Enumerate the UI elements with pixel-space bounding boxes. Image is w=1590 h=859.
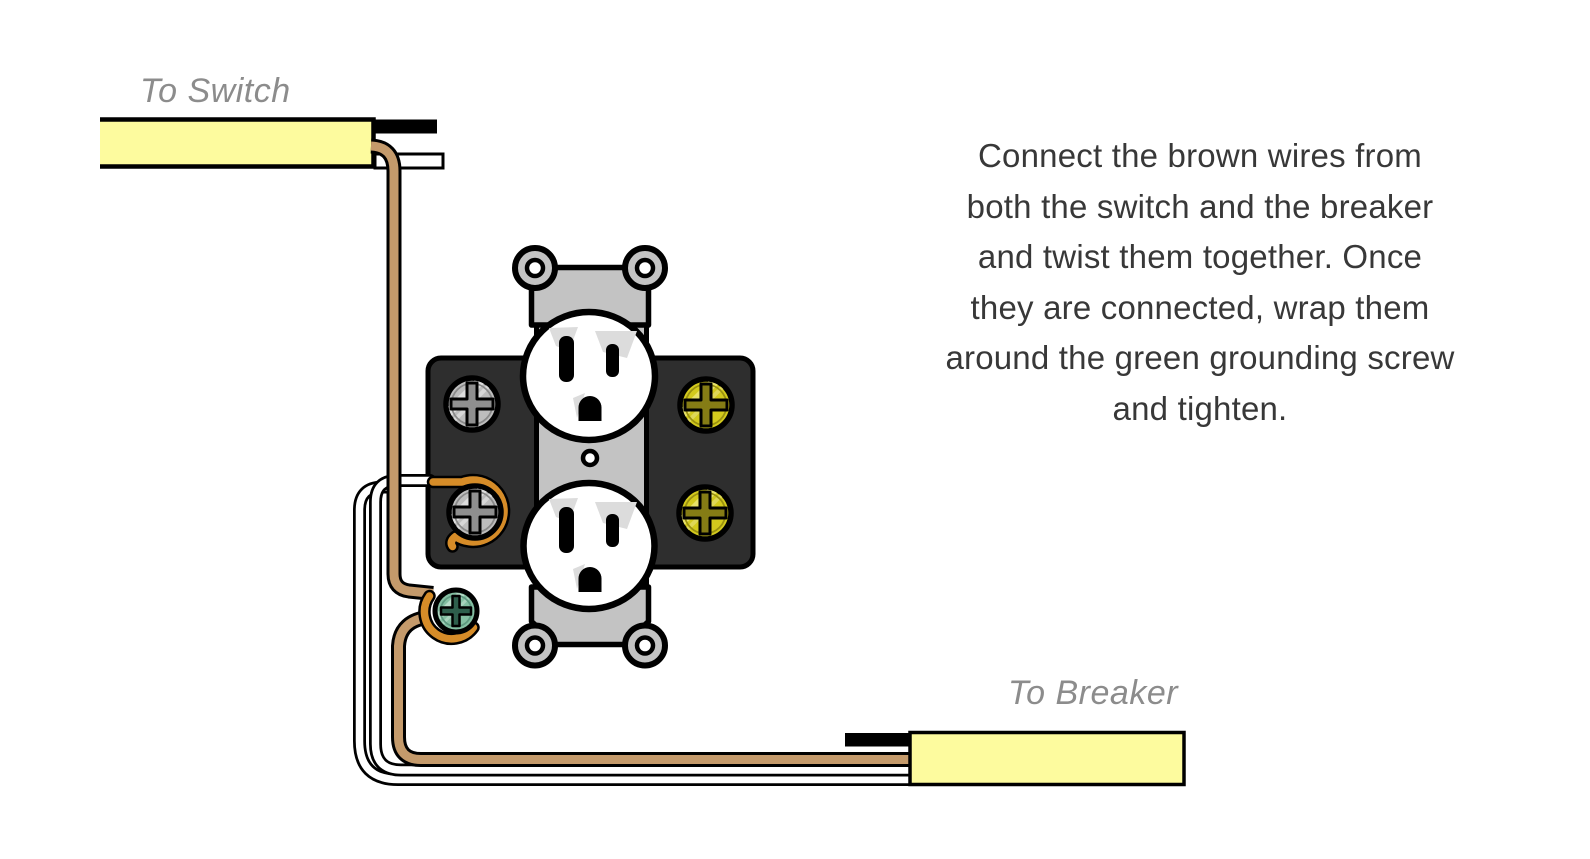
switch-cable-sheath bbox=[100, 117, 376, 169]
hot-slot bbox=[606, 344, 619, 377]
wires bbox=[353, 138, 919, 786]
copper-loop-neutral-screw bbox=[426, 473, 511, 553]
neutral-slot bbox=[559, 507, 574, 553]
screw-cross bbox=[452, 489, 498, 535]
screw-cross bbox=[682, 490, 728, 536]
ground-hole bbox=[578, 567, 602, 592]
breaker-cable bbox=[845, 730, 1186, 787]
mounting-hole bbox=[634, 257, 656, 279]
breaker-hot-wire-stub bbox=[845, 733, 912, 747]
terminal-screw-lower-left-silver bbox=[446, 483, 504, 541]
screw-cross bbox=[439, 594, 473, 628]
instruction-text: Connect the brown wires from both the sw… bbox=[945, 137, 1455, 427]
hot-slot bbox=[606, 514, 619, 547]
switch-hot-wire-stub bbox=[375, 119, 437, 134]
terminal-screw-upper-right-brass bbox=[677, 376, 735, 434]
brown-wire-switch bbox=[370, 138, 434, 601]
ground-hole bbox=[578, 396, 602, 421]
terminal-screw-upper-left-silver bbox=[443, 375, 501, 433]
brown-wire-breaker bbox=[391, 609, 912, 767]
green-grounding-screw bbox=[432, 587, 480, 635]
neutral-slot bbox=[559, 336, 574, 382]
strap-center-hole bbox=[580, 448, 600, 468]
top-mounting-ear bbox=[512, 245, 668, 328]
screw-cross bbox=[449, 381, 495, 427]
bottom-receptacle-face bbox=[520, 479, 658, 613]
mounting-hole bbox=[634, 635, 656, 656]
breaker-cable-label: To Breaker bbox=[1008, 674, 1179, 712]
terminal-screw-lower-right-brass bbox=[676, 484, 734, 542]
top-receptacle-face bbox=[519, 308, 659, 444]
switch-cable-label: To Switch bbox=[140, 72, 291, 110]
breaker-cable-sheath bbox=[908, 730, 1186, 787]
mounting-hole bbox=[524, 257, 546, 279]
copper-loop-ground-screw bbox=[418, 589, 480, 646]
mounting-hole bbox=[524, 635, 546, 656]
screw-cross bbox=[683, 382, 729, 428]
